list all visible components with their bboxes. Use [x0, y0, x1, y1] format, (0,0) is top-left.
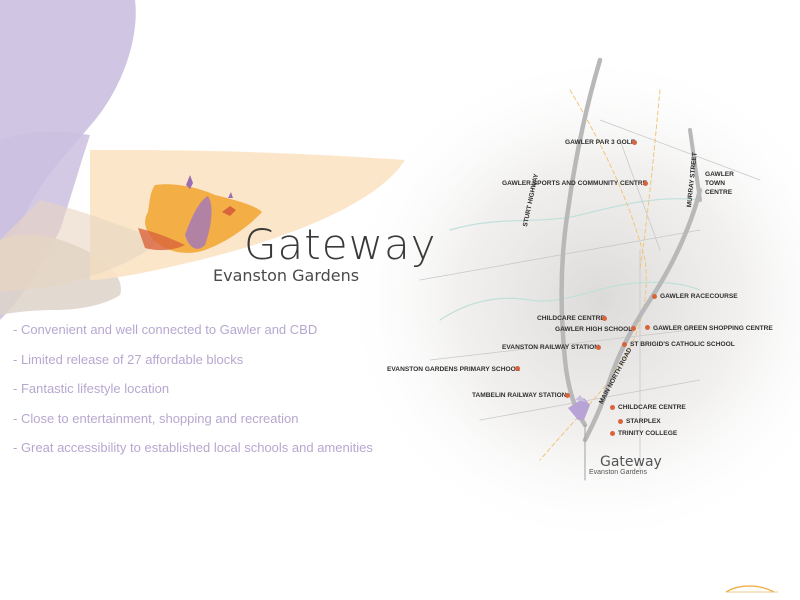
poi-label-gawler-high-school: GAWLER HIGH SCHOOL — [555, 326, 633, 333]
poi-dot — [602, 316, 607, 321]
small-butterfly-icon — [186, 175, 193, 189]
feature-list: - Convenient and well connected to Gawle… — [13, 320, 373, 468]
map-brand-title: Gateway — [600, 454, 662, 470]
poi-label-starplex: STARPLEX — [626, 418, 661, 425]
poi-label-childcare-centre-1: CHILDCARE CENTRE — [537, 315, 605, 322]
poi-label-evanston-primary: EVANSTON GARDENS PRIMARY SCHOOL — [387, 366, 520, 373]
poi-dot — [652, 294, 657, 299]
red-wing — [138, 228, 185, 251]
feature-item: - Fantastic lifestyle location — [13, 381, 170, 396]
small-butterfly-icon — [228, 192, 233, 198]
map-brand-subtitle: Evanston Gardens — [589, 469, 647, 476]
feature-item: - Limited release of 27 affordable block… — [13, 351, 244, 367]
map-roads — [419, 57, 761, 481]
purple-wing — [185, 196, 212, 249]
town-centre-line: TOWN — [705, 180, 726, 187]
poi-label-childcare-centre-2: CHILDCARE CENTRE — [618, 404, 686, 411]
poi-dot — [631, 326, 636, 331]
brand-subtitle: Evanston Gardens — [213, 266, 360, 285]
poi-dot — [645, 325, 650, 330]
poi-dot — [632, 140, 637, 145]
poi-label-gawler-racecourse: GAWLER RACECOURSE — [660, 293, 738, 300]
gateway-site-marker — [568, 398, 590, 420]
poi-dot — [610, 431, 615, 436]
poi-dot — [618, 419, 623, 424]
poi-dot — [515, 366, 520, 371]
town-centre-line: CENTRE — [705, 189, 733, 196]
footer-logo-icon — [725, 585, 778, 593]
town-centre-label: GAWLER TOWN CENTRE — [705, 170, 734, 197]
feature-item: - Close to entertainment, shopping and r… — [13, 410, 299, 426]
poi-dot — [622, 342, 627, 347]
poi-label-gawler-green: GAWLER GREEN SHOPPING CENTRE — [653, 325, 773, 332]
poi-dot — [565, 393, 570, 398]
small-butterfly-icon — [222, 206, 236, 216]
poi-label-st-brigids: ST BRIGID'S CATHOLIC SCHOOL — [630, 341, 735, 348]
feature-item: - Great accessibility to established loc… — [13, 440, 373, 455]
feature-item: - Convenient and well connected to Gawle… — [13, 322, 318, 337]
town-centre-line: GAWLER — [705, 171, 734, 178]
poi-label-evanston-railway: EVANSTON RAILWAY STATION — [502, 344, 599, 351]
poi-dot — [643, 181, 648, 186]
poi-dot — [596, 345, 601, 350]
tan-swoosh — [0, 200, 160, 292]
poi-label-tambelin-railway: TAMBELIN RAILWAY STATION — [472, 392, 567, 399]
poi-dot — [610, 405, 615, 410]
poi-label-trinity-college: TRINITY COLLEGE — [618, 430, 678, 437]
brand-title: Gateway — [244, 220, 437, 269]
gateway-site-marker-top — [575, 395, 586, 402]
map-background — [340, 50, 800, 550]
poi-label-gawler-par3-golf: GAWLER PAR 3 GOLF — [565, 139, 635, 146]
poi-label-gawler-sports: GAWLER SPORTS AND COMMUNITY CENTRE — [502, 180, 648, 187]
